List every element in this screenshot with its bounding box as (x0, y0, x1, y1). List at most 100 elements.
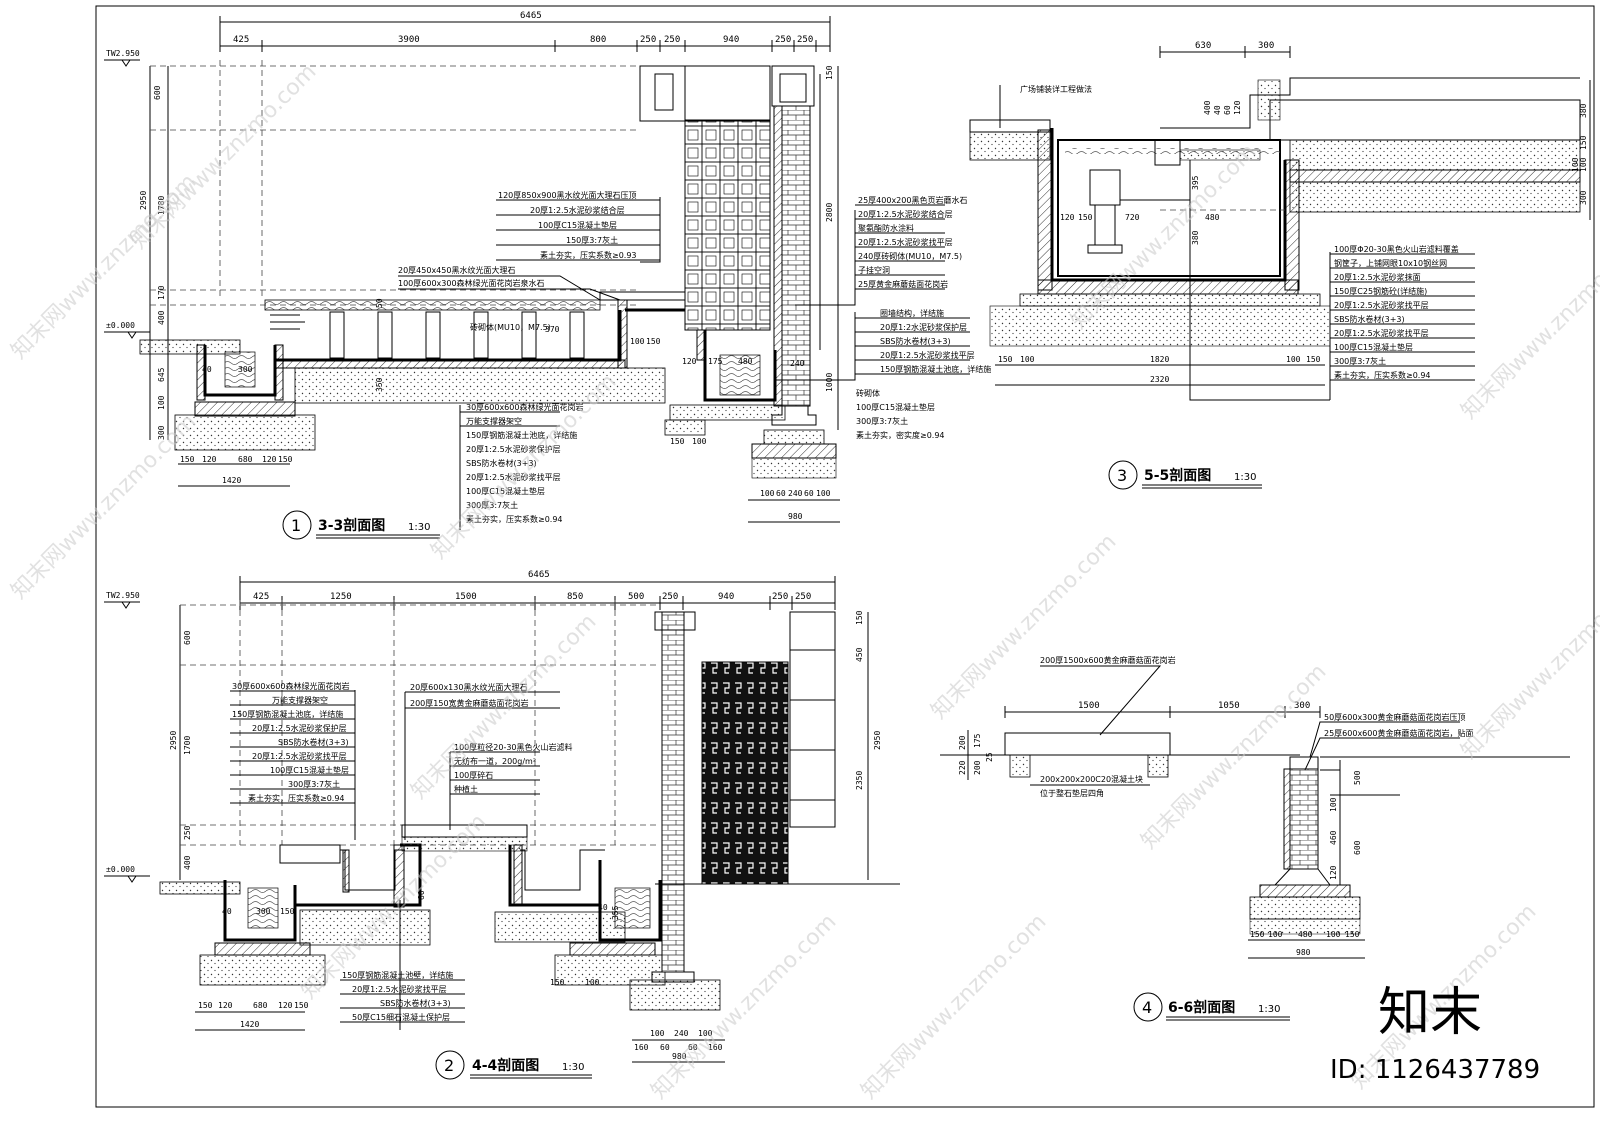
dim: 2950 (169, 731, 178, 750)
dim: 40 (222, 907, 232, 916)
dim: 1000 (825, 373, 834, 392)
dim: 120 (202, 455, 217, 464)
dim: 150 (1078, 213, 1093, 222)
dim: 150 (646, 337, 661, 346)
dim: 200 (973, 760, 982, 775)
note-label: 150厚钢筋混凝土池底，详结施 (466, 430, 577, 440)
dim: 40 (202, 365, 212, 374)
dim: 300 (157, 425, 166, 440)
dim: 450 (855, 647, 864, 662)
dim: 1780 (157, 196, 166, 215)
note-label: 素土夯实，压实系数≥0.94 (466, 514, 563, 524)
dim: 480 (1205, 213, 1220, 222)
dim: 1820 (1150, 355, 1169, 364)
dim: 150 (180, 455, 195, 464)
dim: 100 (650, 1029, 665, 1038)
dim: 250 (662, 592, 678, 602)
note-label: 20厚1:2.5水泥砂浆找平层 (1334, 328, 1429, 338)
note-label: 广场铺装详工程做法 (1020, 84, 1092, 94)
note-label: 20厚600x130黑水纹光面大理石 (410, 682, 527, 692)
note-label: 圈墙结构，详结施 (880, 308, 944, 318)
dim: 25 (985, 752, 994, 762)
elevation-zero: ±0.000 (106, 321, 135, 330)
note-label: 50厚600x300黄金麻蘑菇面花岗岩压顶 (1324, 712, 1465, 722)
dim: 40 (598, 903, 608, 912)
dim: 100 (760, 489, 775, 498)
watermark-text: 知末网www.znzmo.com (1457, 229, 1600, 424)
section-title: 6-6剖面图 (1168, 999, 1235, 1016)
dim: 370 (545, 325, 560, 334)
note-label: 位于整石垫层四角 (1040, 788, 1104, 798)
dim: 120 (1329, 865, 1338, 880)
watermark-text: 知末网www.znzmo.com (1457, 569, 1600, 764)
dim: 150 (855, 610, 864, 625)
note-label: 万能支撑器架空 (272, 695, 328, 705)
dim: 395 (1191, 175, 1200, 190)
note-label: 100厚C15混凝土垫层 (1334, 342, 1413, 352)
dim: 100 (1329, 797, 1338, 812)
note-label: 150厚3:7灰土 (566, 235, 618, 245)
note-label: 150厚钢筋混凝土池壁，详结施 (342, 970, 453, 980)
note-label: 种植土 (454, 784, 478, 794)
dim: 1700 (183, 736, 192, 755)
note-label: 25厚黄金麻蘑菇面花岗岩 (858, 279, 948, 289)
dim: 300 (256, 907, 271, 916)
dim: 150 (1579, 135, 1588, 150)
dim: 250 (772, 592, 788, 602)
dim: 400 (1203, 100, 1212, 115)
dim: 2950 (873, 731, 882, 750)
dim: 425 (253, 592, 269, 602)
note-label: 100厚Φ20-30黑色火山岩滤料覆盖 (1334, 244, 1459, 254)
note-label: 150厚C25钢筋砼(详结施) (1334, 286, 1427, 296)
note-label: 100厚C15混凝土垫层 (466, 486, 545, 496)
note-label: 30厚600x600森林绿光面花岗岩 (232, 681, 349, 691)
dim: 120 (278, 1001, 293, 1010)
note-label: 素土夯实，压实系数≥0.94 (1334, 370, 1431, 380)
watermark-text: 知末网www.znzmo.com (927, 529, 1122, 724)
dim: 150 (825, 65, 834, 80)
dim: 2950 (139, 191, 148, 210)
note-label: 100厚粒径20-30黑色火山岩滤料 (454, 742, 573, 752)
dim: 600 (153, 85, 162, 100)
dim: 800 (590, 35, 606, 45)
dim: 680 (238, 455, 253, 464)
section-number: 1 (291, 516, 301, 535)
dim: 3900 (398, 35, 420, 45)
note-label: 100厚600x300森林绿光面花岗岩泉水石 (398, 278, 545, 288)
dim: 100 (1020, 355, 1035, 364)
dim: 300 (1579, 190, 1588, 205)
dim: 400 (183, 855, 192, 870)
dim: 150 (280, 907, 295, 916)
dim: 350 (375, 377, 384, 392)
note-label: 砖砌体(MU10，M7.5) (470, 322, 551, 332)
note-label: 20厚1:2.5水泥砂浆抹面 (1334, 272, 1421, 282)
note-label: 聚氨酯防水涂料 (858, 223, 914, 233)
dim: 400 (157, 310, 166, 325)
dim: 6465 (528, 570, 550, 580)
dim: 60 (688, 1043, 698, 1052)
dim: 60 (660, 1043, 670, 1052)
dim: 250 (183, 825, 192, 840)
dim: 2350 (855, 771, 864, 790)
dim: 500 (628, 592, 644, 602)
dim: 980 (1296, 948, 1311, 957)
dim: 200 (958, 735, 967, 750)
dim: 380 (1191, 230, 1200, 245)
note-label: 20厚1:2.5水泥砂浆保护层 (252, 723, 347, 733)
sheet-border (95, 5, 1595, 1108)
dim: 600 (183, 630, 192, 645)
section-number: 3 (1117, 466, 1127, 485)
dim: 100 (1286, 355, 1301, 364)
dim: 1250 (330, 592, 352, 602)
section-title: 4-4剖面图 (472, 1057, 539, 1074)
dim: 100 (1571, 157, 1580, 172)
note-label: 20厚1:2水泥砂浆保护层 (880, 322, 967, 332)
dim: 300 (1258, 41, 1274, 51)
section-scale: 1:30 (562, 1062, 584, 1073)
dim: 160 (708, 1043, 723, 1052)
dim: 220 (958, 760, 967, 775)
dim: 2800 (825, 203, 834, 222)
dim: 1500 (455, 592, 477, 602)
note-label: 300厚3:7灰土 (288, 779, 340, 789)
